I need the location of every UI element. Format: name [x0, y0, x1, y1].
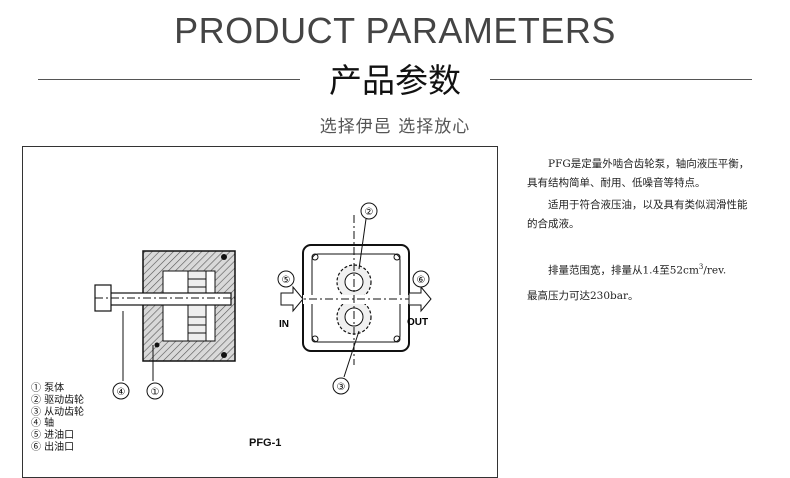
legend-item: ④ 轴	[31, 418, 55, 430]
subtitle: 选择伊邑 选择放心	[319, 117, 471, 137]
inlet-arrow	[280, 285, 304, 313]
legend-item: ⑥ 出油口	[31, 441, 75, 453]
label-2: ②	[365, 207, 374, 218]
spec-displacement-unit: /rev.	[703, 264, 727, 277]
section-view	[94, 250, 236, 381]
label-1: ①	[151, 387, 160, 398]
label-4: ④	[117, 387, 126, 398]
legend-item: ① 泵体	[31, 383, 65, 394]
label-in: IN	[279, 319, 289, 330]
legend-item: ② 驱动齿轮	[31, 394, 85, 406]
gear-teeth	[187, 270, 207, 342]
spec-superscript: 3	[698, 263, 704, 271]
leader-2	[358, 218, 367, 270]
title-en: PRODUCT PARAMETERS	[174, 10, 616, 51]
description-para-1: PFG是定量外啮合齿轮泵，轴向液压平衡，具有结构简单、耐用、低噪音等特点。	[527, 158, 750, 189]
legend-item: ③ 从动齿轮	[31, 406, 85, 418]
description-para-2: 适用于符合液压油，以及具有类似润滑性能的合成液。	[527, 199, 748, 230]
legend-item: ⑤ 进油口	[31, 430, 75, 442]
label-5: ⑤	[282, 275, 291, 286]
title-cn: 产品参数	[329, 61, 461, 100]
divider-right	[490, 79, 752, 80]
divider-left	[38, 79, 300, 80]
outlet-arrow	[408, 285, 432, 313]
label-3: ③	[337, 382, 346, 393]
flow-channel	[303, 295, 409, 304]
spec-pressure: 最高压力可达230bar。	[527, 289, 639, 302]
legend: ① 泵体 ② 驱动齿轮 ③ 从动齿轮 ④ 轴 ⑤ 进油口 ⑥ 出油口	[31, 383, 84, 454]
front-view	[280, 215, 432, 378]
label-out: OUT	[407, 317, 428, 328]
diagram-frame: ④ ① ② ③ ⑤ ⑥ IN OUT ① 泵体 ② 驱动齿轮 ③ 从动齿轮 ④ …	[22, 146, 498, 478]
shaft	[100, 292, 232, 306]
label-6: ⑥	[417, 275, 426, 286]
spec-displacement-text: 排量范围宽，排量从1.4至52cm	[548, 264, 699, 277]
description: PFG是定量外啮合齿轮泵，轴向液压平衡，具有结构简单、耐用、低噪音等特点。 适用…	[527, 155, 757, 310]
model-label: PFG-1	[249, 437, 282, 449]
leader-3	[343, 330, 360, 378]
spec-displacement: 排量范围宽，排量从1.4至52cm3/rev.	[527, 256, 757, 282]
pump-diagram: ④ ① ② ③ ⑤ ⑥ IN OUT	[94, 202, 432, 400]
